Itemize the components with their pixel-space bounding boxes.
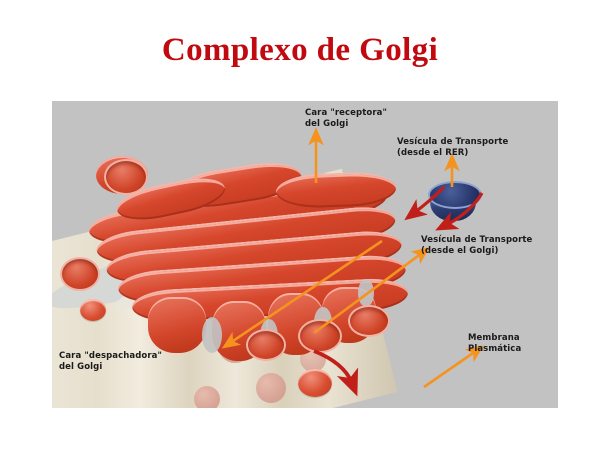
label-trans-face: Cara "despachadora" del Golgi — [59, 351, 163, 373]
label-transport-vesicle-golgi: Vesícula de Transporte (desde el Golgi) — [421, 235, 533, 257]
label-transport-vesicle-rer: Vesícula de Transporte (desde el RER) — [397, 137, 509, 159]
cisterna-lumen-opening — [202, 317, 222, 353]
transport-vesicle — [60, 257, 100, 291]
membrane-vesicle — [256, 373, 286, 403]
secreted-vesicle — [298, 369, 332, 397]
budding-vesicle — [246, 329, 286, 361]
label-plasma-membrane: Membrana Plasmática — [468, 333, 522, 355]
cisterna-lumen-opening — [358, 279, 374, 307]
label-cis-face: Cara "receptora" del Golgi — [305, 108, 387, 130]
rer-transport-vesicle-rim — [428, 181, 482, 209]
budding-vesicle — [348, 305, 390, 337]
page-title: Complexo de Golgi — [161, 32, 439, 68]
golgi-trans-bulge — [148, 297, 206, 353]
transport-vesicle — [104, 159, 148, 195]
budding-vesicle — [298, 319, 342, 353]
membrane-vesicle — [194, 386, 220, 408]
transport-vesicle — [80, 299, 106, 321]
golgi-figure-panel: Cara "receptora" del Golgi Vesícula de T… — [52, 101, 558, 408]
arrow-plasma-membrane — [423, 345, 485, 389]
